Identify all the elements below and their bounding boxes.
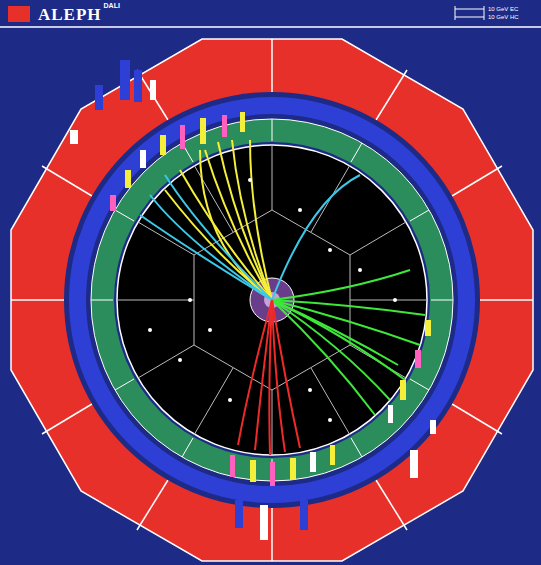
software-name: DALI [104, 2, 120, 9]
red-jet [238, 300, 300, 455]
hcal-deposits [70, 60, 436, 540]
scale-label: 10 GeV EC [488, 6, 518, 12]
green-jet [272, 270, 425, 415]
ecal-modules [91, 119, 453, 481]
gap [86, 114, 458, 486]
aleph-logo [8, 6, 30, 22]
hadron-calorimeter [11, 39, 533, 561]
yellow-jet [165, 140, 272, 300]
gap [64, 92, 480, 508]
hcal-segments [11, 39, 533, 561]
gap [114, 142, 430, 458]
ecal-deposits [110, 112, 431, 486]
scale-label: 10 GeV HC [488, 14, 519, 20]
em-calorimeter [91, 119, 453, 481]
tpc [117, 145, 427, 455]
coil [69, 97, 475, 503]
tpc-hits [148, 178, 397, 422]
tpc-sectors [117, 145, 427, 455]
scale-marks [455, 6, 484, 20]
header-rule [0, 26, 541, 28]
cyan-jet [140, 175, 360, 300]
detector-name: ALEPH [38, 5, 102, 25]
